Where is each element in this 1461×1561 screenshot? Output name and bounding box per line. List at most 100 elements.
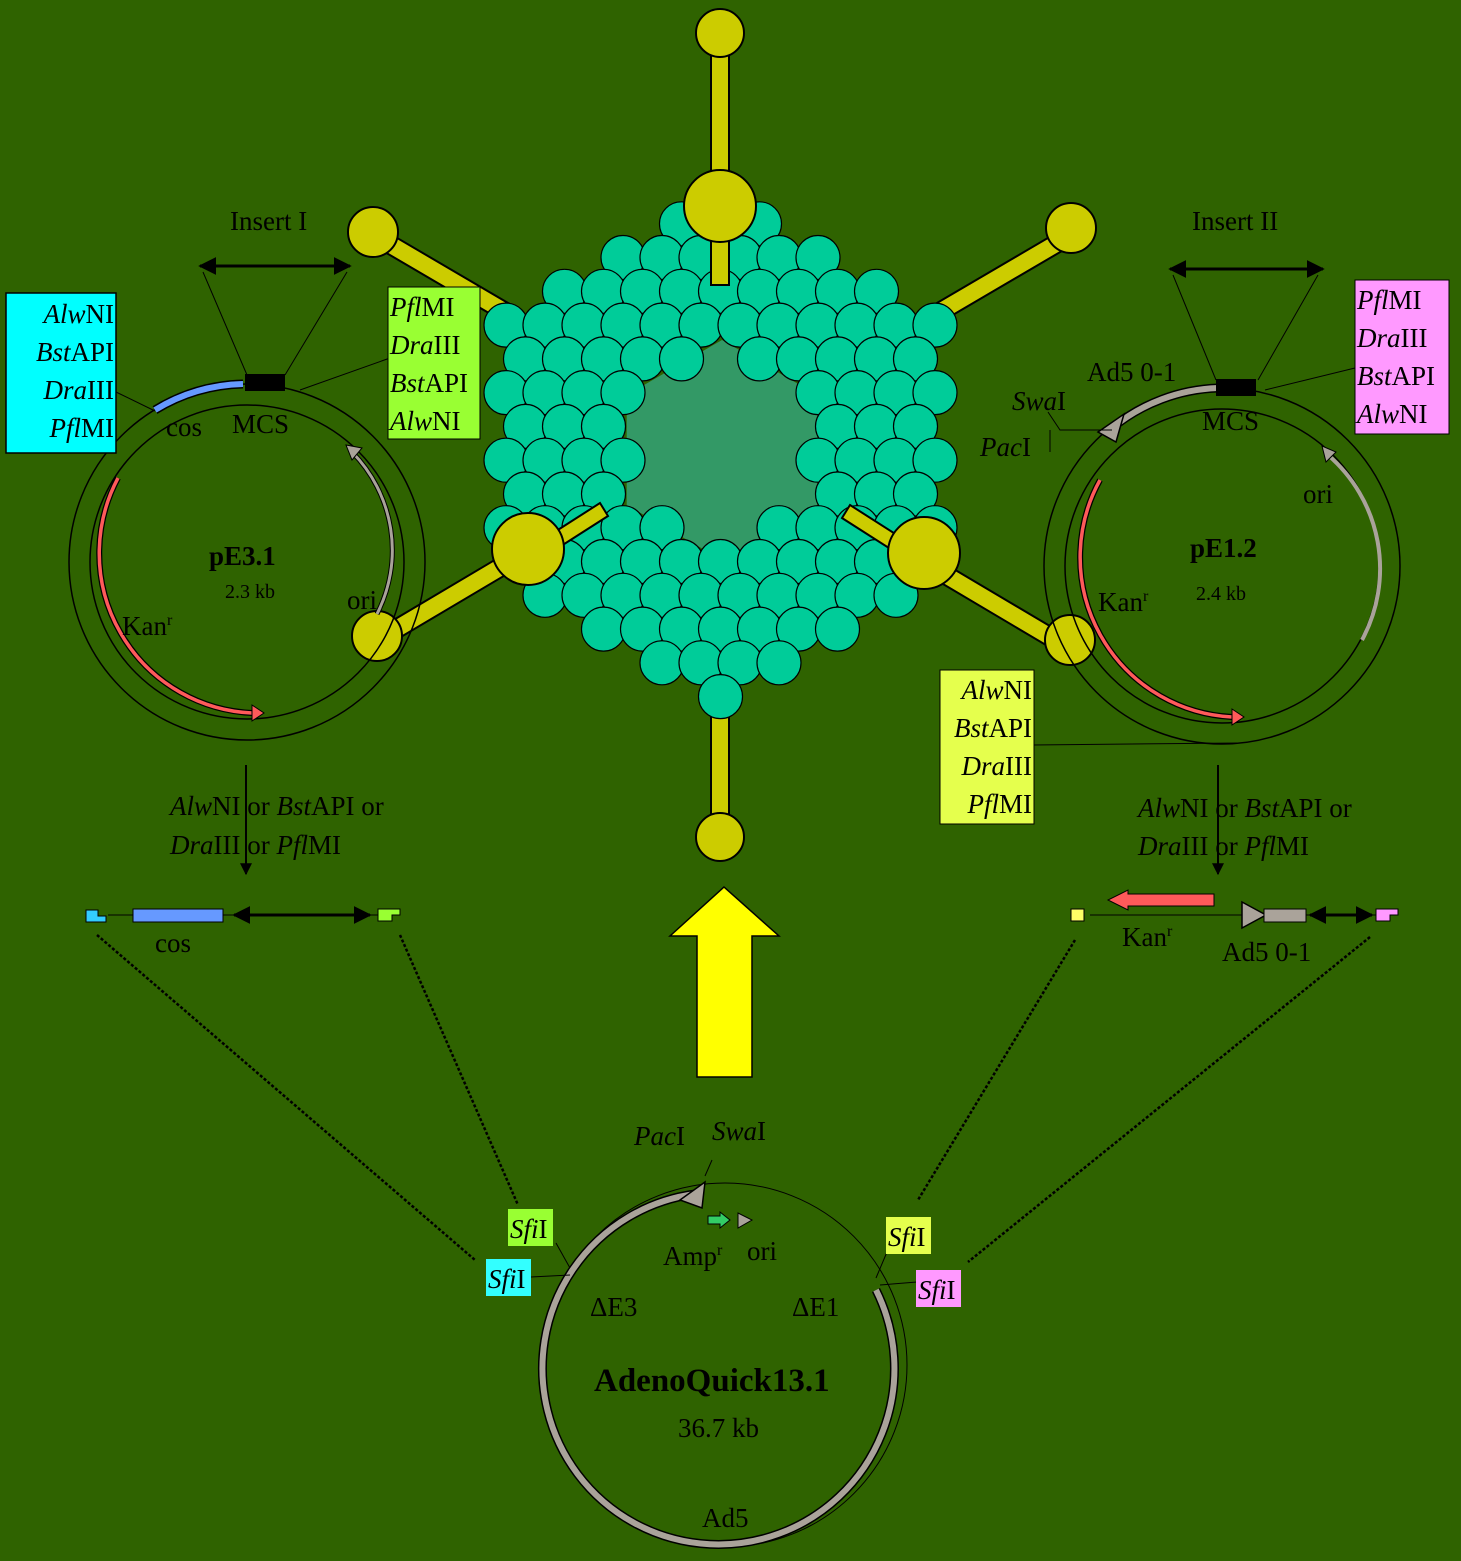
left-box-enzyme-bst-label: BstAPI	[36, 337, 114, 367]
fiber-knob-upper-left	[347, 206, 399, 258]
right-fragment-ad5-triangle	[1241, 900, 1268, 930]
fiber-knob-bottom	[695, 812, 745, 862]
left-ori-arc	[350, 450, 394, 615]
capsomer	[736, 336, 783, 382]
capsomer	[892, 336, 939, 382]
left-digest-line-1: AlwNI or BstAPI or	[168, 791, 384, 821]
fiber-knob-lower-right	[1044, 614, 1096, 666]
bottom-sfi-cyan-leader	[530, 1274, 571, 1278]
left-ori-arrowhead	[345, 444, 363, 461]
capsomer	[814, 606, 861, 652]
ligation-lines	[96, 934, 1371, 1263]
yellow-box-enzyme-pfl-label: PflMI	[967, 789, 1033, 819]
capsomer	[756, 640, 802, 686]
capsomer	[912, 437, 958, 483]
yellow-box-enzyme-dra-label: DraIII	[961, 751, 1033, 781]
right-mcs-block	[1216, 379, 1256, 396]
left-plasmid-inner-ring	[89, 404, 405, 720]
fiber-knob-lower-left	[351, 610, 403, 662]
left-plasmid-size: 2.3 kb	[225, 581, 275, 603]
capsomer	[697, 673, 744, 720]
right-insert-label: Insert II	[1192, 206, 1278, 236]
right-insert-triangle-right	[1257, 274, 1319, 381]
bottom-plasmid-size: 36.7 kb	[678, 1413, 759, 1443]
right-linear-fragment: Kanr Ad5 0-1	[1070, 889, 1399, 967]
bottom-sfi-green-leader	[555, 1242, 571, 1269]
magenta-box-enzyme-bst-label: BstAPI	[1357, 361, 1435, 391]
bottom-ori-label: ori	[747, 1236, 777, 1266]
left-digest-labels: AlwNI or BstAPI or DraIII or PflMI	[168, 791, 384, 860]
bottom-pac-label: PacI	[633, 1121, 685, 1151]
right-yellow-box-bg	[939, 669, 1035, 825]
plasmid-pE1.2: Insert II Ad5 0-1 SwaI PacI MCS ori pE1.…	[979, 206, 1401, 746]
right-fragment-end-yellow	[1070, 908, 1085, 922]
bottom-sfi-yellow-box	[886, 1217, 931, 1254]
left-mcs-block	[245, 374, 285, 391]
left-insert-triangle-right	[284, 271, 348, 376]
right-digest-line-1: AlwNI or BstAPI or	[1136, 793, 1352, 823]
left-fragment-end-green	[377, 908, 401, 922]
right-magenta-connector	[1264, 367, 1356, 391]
right-swa-label: SwaI	[1012, 386, 1066, 416]
right-fragment-kan-arrow	[1106, 889, 1215, 911]
right-swa-pac-leader	[1047, 411, 1112, 431]
bottom-amp-label: Ampr	[663, 1241, 723, 1271]
right-magenta-enzyme-box: PflMI DraIII BstAPI AlwNI	[1354, 279, 1450, 435]
penton-bases	[347, 8, 1097, 862]
magenta-box-enzyme-alw-label: AlwNI	[1355, 399, 1428, 429]
right-ad5-label: Ad5 0-1	[1087, 357, 1176, 387]
right-fragment-kan-label: Kanr	[1122, 922, 1173, 952]
yellow-box-enzyme-bst-label: BstAPI	[954, 713, 1032, 743]
bottom-sfi-yellow-label: SfiI	[888, 1222, 926, 1252]
ligation-line-right-inner	[916, 939, 1077, 1201]
left-box-connector	[115, 391, 156, 412]
capsomer	[892, 403, 939, 449]
capsomer	[580, 606, 627, 652]
capsomer	[892, 471, 939, 517]
right-fragment-ad5-block	[1263, 908, 1307, 923]
bottom-swa-label: SwaI	[712, 1116, 766, 1146]
magenta-box-enzyme-dra-label: DraIII	[1356, 323, 1428, 353]
fiber-knob-upper-right	[1045, 202, 1097, 254]
fiber-knob-top	[695, 8, 745, 58]
capsomer	[795, 234, 841, 281]
bottom-sfi-cyan-label: SfiI	[488, 1264, 526, 1294]
left-box-enzyme-dra-label: DraIII	[43, 375, 115, 405]
magenta-box-enzyme-pfl-label: PflMI	[1356, 285, 1422, 315]
right-fragment-ad5-label: Ad5 0-1	[1222, 937, 1311, 967]
bottom-ad5-label: Ad5	[702, 1503, 749, 1533]
bottom-plasmid-name: AdenoQuick13.1	[594, 1363, 830, 1399]
right-pac-label: PacI	[979, 432, 1031, 462]
capsid-interior	[626, 340, 818, 560]
left-kan-arrowhead	[251, 704, 265, 722]
capsomer	[639, 505, 685, 551]
right-insert-triangle-left	[1172, 274, 1217, 381]
green-box-enzyme-pfl-label: PflMI	[389, 292, 455, 322]
right-plasmid-size: 2.4 kb	[1196, 583, 1246, 605]
left-box-enzyme-pfl-label: PflMI	[49, 413, 115, 443]
left-digest-line-2: DraIII or PflMI	[169, 830, 341, 860]
bottom-ori-arrow	[737, 1212, 754, 1229]
bottom-sfi-magenta-label: SfiI	[918, 1275, 956, 1305]
green-box-enzyme-dra-label: DraIII	[389, 330, 461, 360]
capsomer	[658, 336, 705, 382]
bottom-sfi-green-label: SfiI	[510, 1214, 548, 1244]
bottom-ad5-arc	[539, 1191, 898, 1548]
left-kan-arc	[97, 477, 253, 715]
left-cos-feature	[153, 381, 244, 413]
right-ori-arc	[1326, 453, 1383, 641]
left-cos-label: cos	[166, 412, 202, 442]
right-ori-label: ori	[1303, 479, 1333, 509]
bottom-pac-swa-leader	[704, 1159, 713, 1177]
adenovirus-particle	[347, 8, 1097, 862]
bottom-ad5-arrowhead	[678, 1180, 706, 1210]
left-green-box-bg	[387, 286, 481, 440]
right-kan-arrowhead	[1231, 708, 1245, 726]
left-green-box-connector	[299, 357, 391, 391]
